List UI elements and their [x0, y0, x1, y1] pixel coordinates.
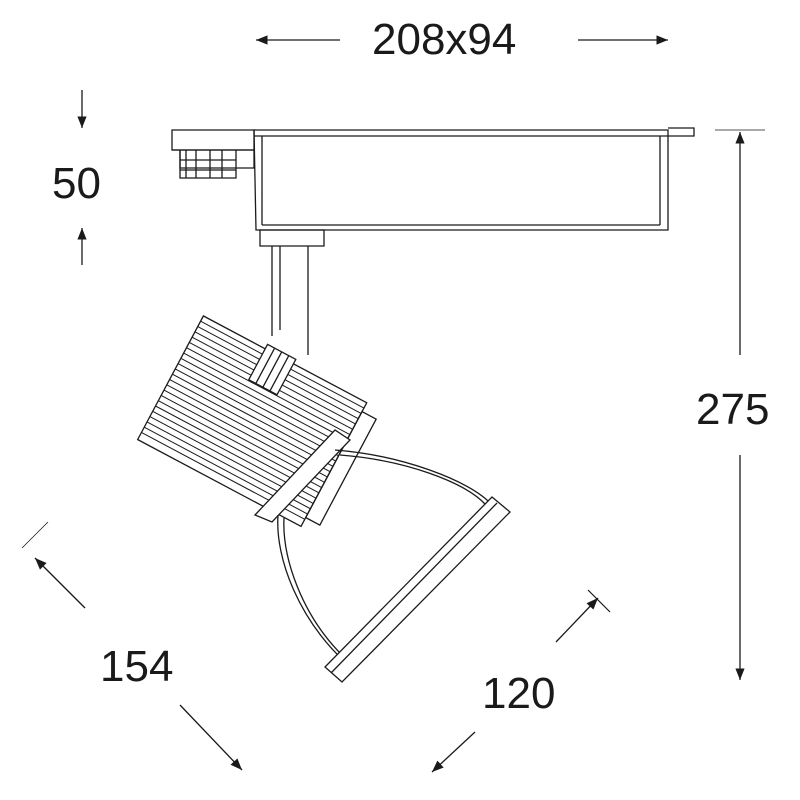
dimension-head-length-label: 154: [100, 642, 174, 691]
reflector-head: [253, 429, 511, 683]
track-adapter: [171, 127, 695, 231]
dimension-front-diameter-label: 120: [482, 669, 556, 718]
dim-line-front-diameter: [431, 589, 611, 773]
dimension-width-label: 208x94: [372, 15, 517, 64]
dim-line-head-length: [21, 521, 243, 771]
heatsink-body: [136, 315, 378, 528]
dimension-adapter-height-label: 50: [52, 159, 101, 208]
dim-line-overall-height: [715, 129, 765, 680]
dimension-overall-height-label: 275: [696, 385, 770, 434]
mounting-stem: [259, 229, 325, 355]
